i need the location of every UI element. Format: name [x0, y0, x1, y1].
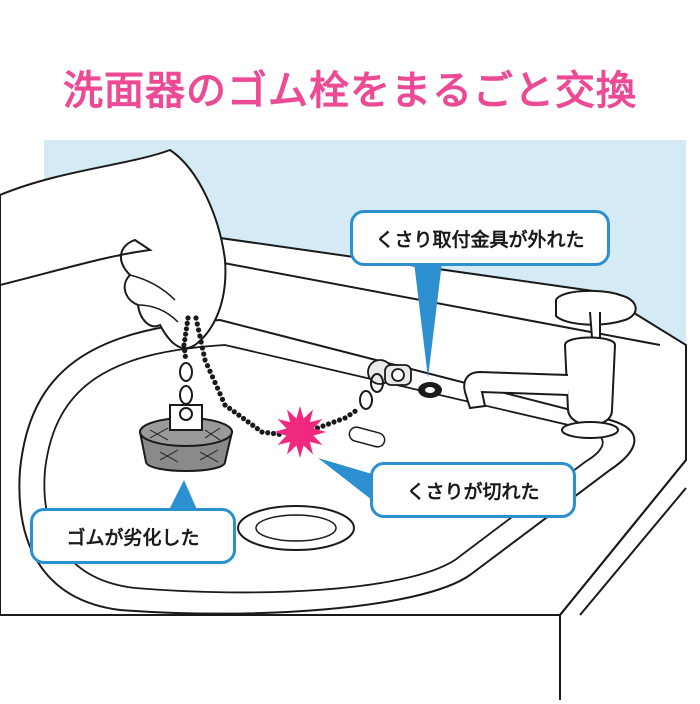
- drain-inner: [255, 514, 337, 542]
- chain-ball: [342, 415, 348, 421]
- chain-ball: [194, 321, 200, 327]
- chain-ball: [181, 342, 187, 348]
- chain-ball: [347, 412, 353, 418]
- chain-ball: [183, 326, 189, 332]
- chain-ball: [259, 429, 265, 435]
- chain-ball: [214, 385, 221, 391]
- chain-ball: [182, 348, 188, 354]
- chain-ball: [197, 333, 203, 339]
- chain-ball: [250, 422, 256, 428]
- callout-fitting-detached-label: くさり取付金具が外れた: [375, 228, 585, 251]
- chain-ball: [202, 357, 208, 363]
- chain-ball: [182, 353, 188, 359]
- faucet: [463, 289, 637, 439]
- chain-ball: [336, 417, 343, 423]
- chain-ball: [231, 409, 237, 415]
- chain-ball: [184, 320, 190, 326]
- cabinet-edge: [579, 487, 687, 616]
- chain-ball: [219, 396, 226, 402]
- callout-chain-broken-label: くさりが切れた: [406, 480, 540, 503]
- chain-ball: [201, 351, 207, 357]
- callout-chain-broken: くさりが切れた: [370, 462, 576, 518]
- chain-ball: [182, 337, 188, 343]
- chain-ball: [209, 374, 216, 380]
- chain-ball: [195, 327, 202, 333]
- chain-ball: [185, 315, 191, 321]
- chain-ball: [199, 345, 206, 351]
- callout-fitting-detached: くさり取付金具が外れた: [350, 210, 610, 266]
- chain-ball: [222, 402, 228, 408]
- callout-pointer-mid: [318, 458, 372, 500]
- ball-chain-left: [181, 315, 282, 437]
- chain-ball: [212, 379, 218, 386]
- counter-front-edge: [559, 459, 687, 700]
- break-burst-icon: [274, 406, 326, 458]
- callout-pointer-left: [168, 480, 198, 512]
- chain-ball: [217, 391, 223, 397]
- chain-ball: [207, 368, 213, 374]
- chain-ball: [245, 419, 251, 425]
- chain-ball: [320, 423, 326, 429]
- chain-ball: [227, 405, 233, 411]
- detached-fitting: [367, 359, 412, 386]
- rubber-stopper: [138, 404, 234, 472]
- callout-rubber-degraded: ゴムが劣化した: [30, 508, 236, 564]
- broken-chain-piece: [348, 426, 386, 448]
- callout-rubber-degraded-label: ゴムが劣化した: [66, 526, 200, 549]
- chain-ball: [236, 412, 242, 418]
- chain-ball: [240, 415, 247, 422]
- chain-ring: [179, 362, 384, 410]
- chain-ball: [198, 339, 204, 345]
- chain-ball: [352, 408, 358, 414]
- chain-ball: [325, 421, 332, 427]
- chain-ball: [254, 426, 260, 432]
- chain-ball: [193, 315, 199, 321]
- chain-ball: [204, 363, 211, 369]
- callout-pointer-top: [414, 262, 442, 378]
- page-title: 洗面器のゴム栓をまるごと交換: [63, 68, 637, 114]
- chain-ball: [183, 331, 189, 337]
- chain-ball: [331, 419, 337, 425]
- chain-ball: [265, 430, 271, 436]
- hand: [0, 148, 227, 350]
